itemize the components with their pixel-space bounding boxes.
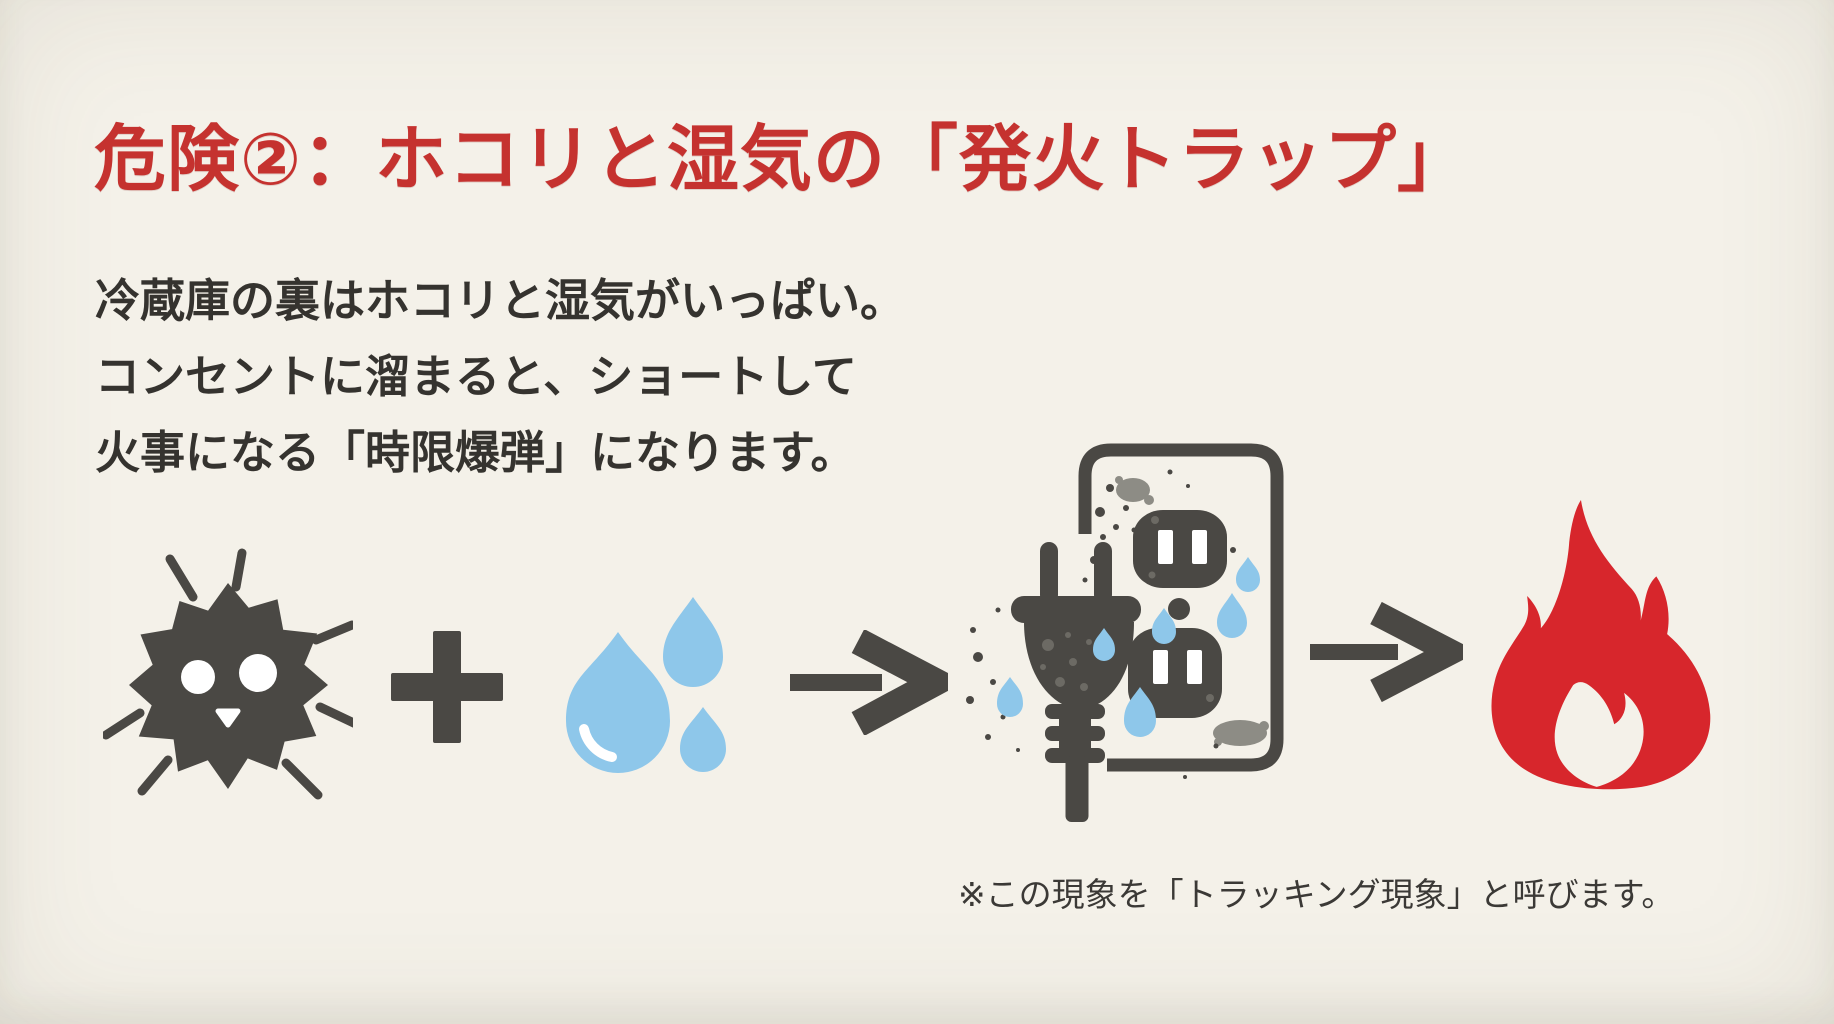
body-line-3: 火事になる「時限爆弾」になります。: [95, 427, 856, 478]
dusty-wet-outlet-plug-icon: [966, 443, 1284, 822]
footnote: ※この現象を「トラッキング現象」と呼びます。: [958, 876, 1675, 913]
dust-ball-body: [129, 583, 328, 789]
water-drops-icon: [566, 597, 726, 773]
water-drop-highlight: [579, 724, 617, 762]
outlet-screw: [1168, 598, 1190, 620]
water-drop-small: [680, 707, 726, 772]
moisture-drops: [997, 557, 1260, 737]
dust-ball-icon: [103, 548, 353, 800]
arrow-right-icon: [1310, 602, 1463, 702]
plug-prong-right: [1094, 542, 1112, 604]
body-text: 冷蔵庫の裏はホコリと湿気がいっぱい。 コンセントに溜まると、ショートして 火事に…: [95, 263, 905, 491]
plug-prong-left: [1040, 542, 1058, 604]
flame-inner-cutout: [1554, 682, 1644, 787]
dust-splatter-top: [1115, 476, 1154, 505]
plug-rib-2: [1045, 726, 1105, 741]
outlet-socket-lower: [1128, 628, 1222, 718]
body-line-2: コンセントに溜まると、ショートして: [95, 351, 857, 402]
water-drop-large: [566, 632, 670, 773]
dust-ball-left-eye: [181, 660, 215, 694]
dust-ball-mouth: [215, 708, 241, 728]
body-line-1: 冷蔵庫の裏はホコリと湿気がいっぱい。: [95, 275, 906, 326]
plug: [1011, 542, 1141, 822]
outlet-plate: [1078, 443, 1284, 772]
plug-cord: [1065, 756, 1089, 822]
arrow-right-icon: [790, 630, 948, 735]
fire-icon: [1491, 500, 1711, 790]
dust-specks: [966, 469, 1246, 779]
plug-rib-1: [1045, 704, 1105, 719]
plug-body: [1024, 622, 1134, 704]
dust-ball-right-eye: [239, 654, 277, 692]
plug-crossbar: [1011, 596, 1141, 623]
water-drop-medium: [663, 597, 723, 687]
dust-ball-whiskers: [103, 548, 353, 800]
plug-body-dust: [1040, 632, 1092, 691]
flame-outer: [1491, 500, 1711, 790]
plus-icon: [391, 631, 503, 743]
outlet-socket-upper: [1133, 510, 1227, 588]
plug-rib-3: [1045, 748, 1105, 763]
dust-splatter-bottom: [1213, 720, 1269, 746]
page-title: 危険②：ホコリと湿気の「発火トラップ」: [94, 120, 1470, 200]
